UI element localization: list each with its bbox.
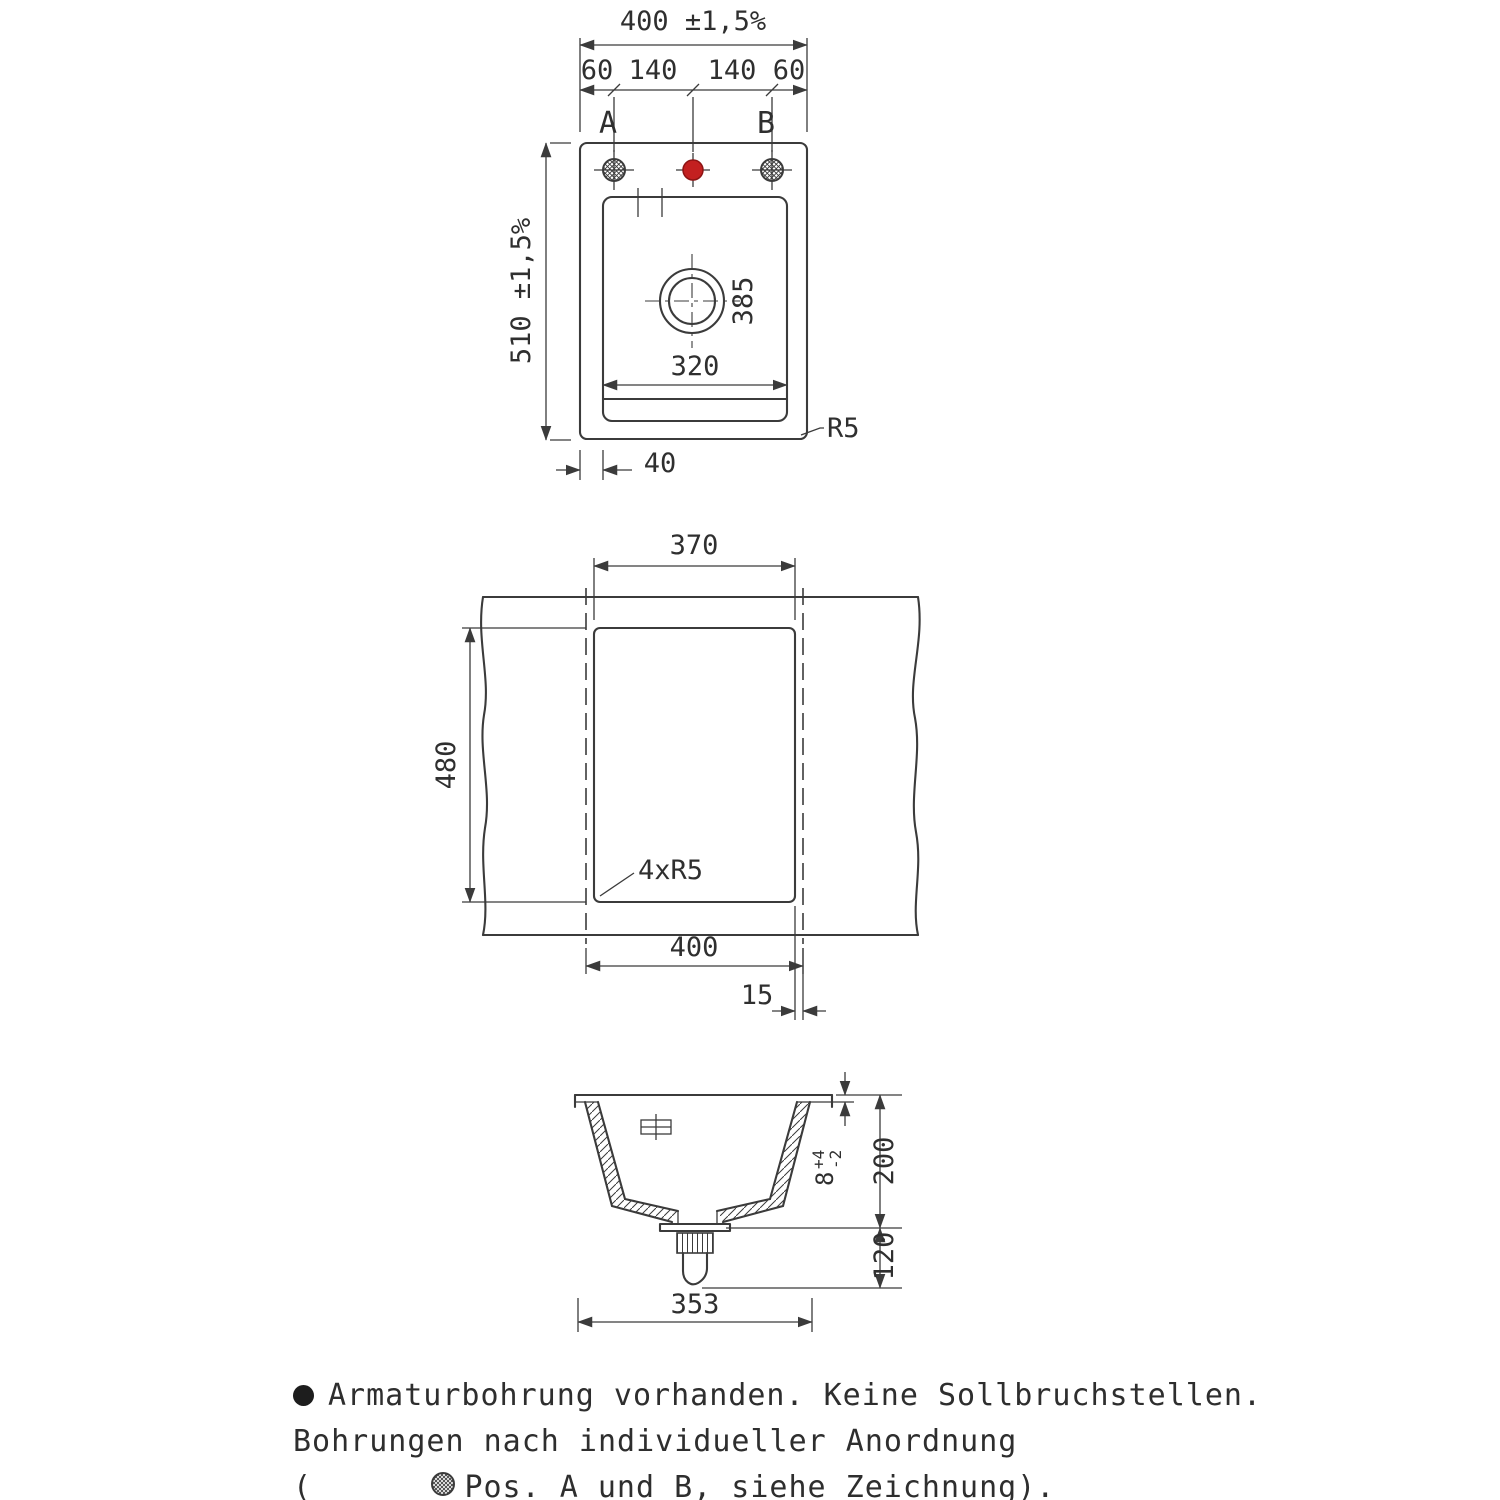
note-line-1: Armaturbohrung vorhanden. Keine Sollbruc… [293,1372,1293,1418]
dim-rim-base: 8 [811,1172,839,1186]
reference-ticks [637,188,663,217]
section-view: 200 8 +4 -2 120 353 [573,1072,902,1332]
dim-width-total: 400 ±1,5% [620,6,766,37]
dim-seg-140-right: 140 [708,55,757,86]
top-view: 400 ±1,5% 60 140 140 60 A B [506,6,860,480]
cutout-view: 370 480 4xR5 400 15 [431,530,921,1020]
dim-overlap: 15 [741,980,774,1011]
overflow-fitting-icon [640,1114,672,1140]
dim-cutout-height: 480 [431,741,462,790]
dim-sink-width: 400 [670,932,719,963]
dim-cutout-width: 370 [670,530,719,561]
bowl-outline [601,195,789,423]
cutout-radius-label: 4xR5 [638,855,703,886]
corner-radius-label: R5 [827,413,860,444]
dim-seg-60-left: 60 [581,55,614,86]
cutout-outline [592,626,797,904]
dim-rim-plus: +4 [809,1150,828,1169]
filled-circle-icon [293,1384,314,1406]
break-line-left [480,595,489,937]
notes-block: Armaturbohrung vorhanden. Keine Sollbruc… [293,1372,1293,1500]
tap-hole-center-icon [676,153,710,187]
dim-drain-offset: 385 [728,277,759,326]
dim-height-total: 510 ±1,5% [506,218,537,364]
dim-rim-tolerance: 8 +4 -2 [809,1150,845,1186]
note-line-3-text: Pos. A und B, siehe Zeichnung). [464,1469,1056,1500]
note-line-2-text: Bohrungen nach individueller Anordnung [293,1423,1018,1459]
note-line-2: Bohrungen nach individueller Anordnung [293,1418,1293,1464]
dim-seg-60-right: 60 [773,55,806,86]
drain-icon [645,254,740,348]
dim-edge-offset: 40 [644,448,677,479]
hole-b-label: B [757,106,775,141]
hatched-hole-icon [316,1435,456,1500]
break-line-right [911,595,921,937]
hole-a-label: A [599,106,617,141]
dim-bottom-width: 353 [671,1289,720,1320]
dim-drain-height: 120 [869,1232,900,1281]
note-line-1-text: Armaturbohrung vorhanden. Keine Sollbruc… [328,1377,1263,1413]
note-line-3-open: ( [293,1469,313,1500]
drain-assembly-icon [658,1222,732,1286]
hidden-sink-edges [585,588,804,944]
tap-hole-b-icon [752,150,792,190]
dim-depth: 200 [869,1137,900,1186]
note-line-3: ( Pos. A und B, siehe Zeichnung). [293,1464,1293,1500]
tap-hole-a-icon [594,150,634,190]
dim-bowl-width: 320 [671,351,720,382]
dim-rim-minus: -2 [826,1150,845,1169]
dim-seg-140-left: 140 [629,55,678,86]
